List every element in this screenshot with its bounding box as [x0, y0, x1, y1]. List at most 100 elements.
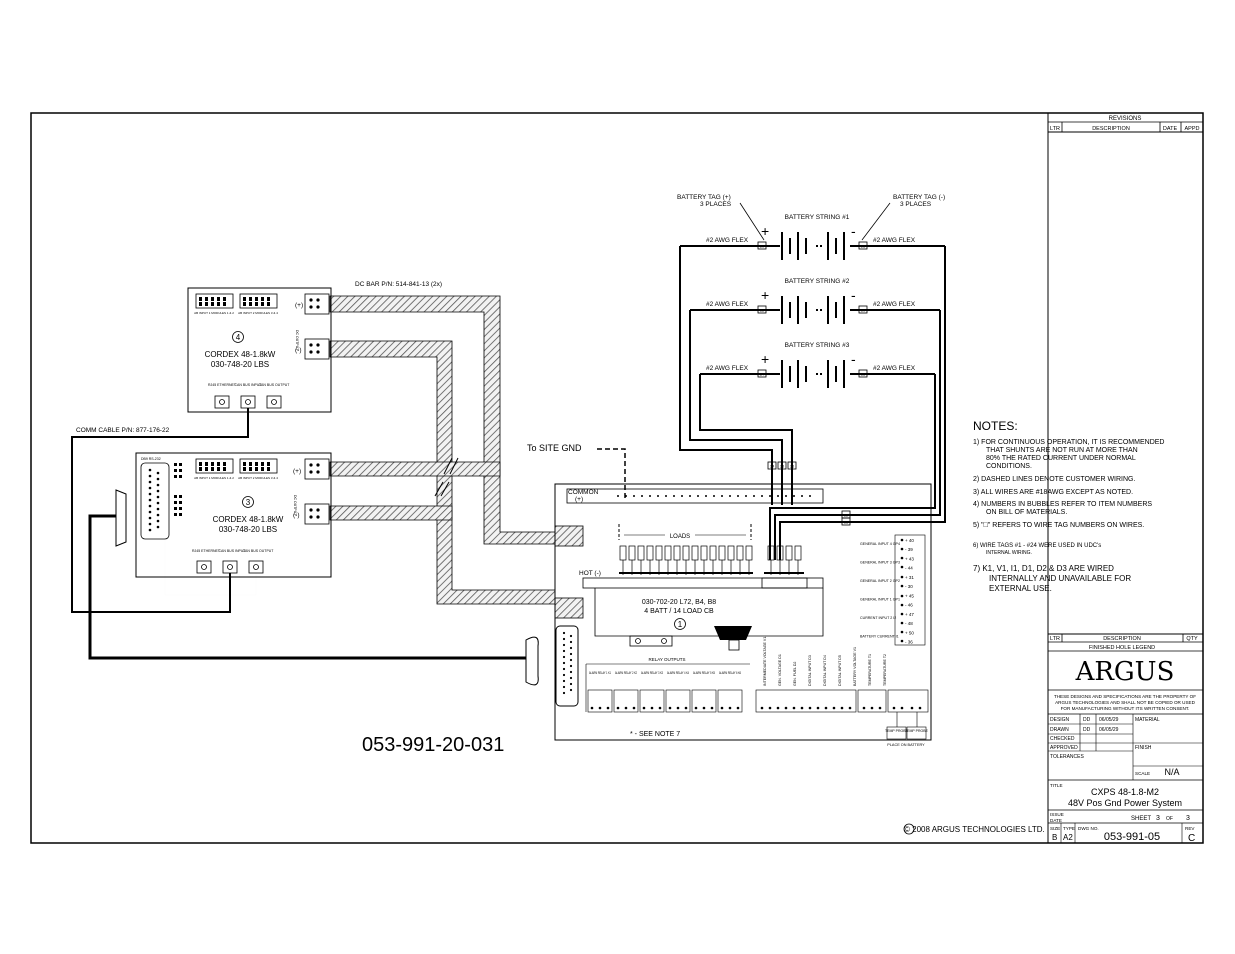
rect-bottom-port-2: CAN BUS INPUT	[218, 549, 246, 553]
common-sign: (+)	[575, 496, 583, 503]
design-date: 06/05/29	[1099, 717, 1119, 723]
relay-label-group: ALARM RELAY 1 K1 ALARM RELAY 2 K2 ALARM RE…	[589, 671, 741, 675]
dc-bus-bars: DC BAR P/N: 514-841-13 (2x)	[329, 281, 584, 619]
negative-tag-2: 33	[844, 520, 849, 525]
checked-label: CHECKED	[1050, 736, 1075, 742]
rectifier-bottom: DB9 RS-232 AB INPUT 1 MODULES 1 & 2 AB I…	[135, 452, 332, 578]
see-note-label: * - SEE NOTE 7	[630, 731, 680, 738]
right-input-6-pos: + 50	[905, 631, 914, 636]
battery-string-1: BATTERY STRING #1 + - 29 28 #2 AWG FLEX …	[680, 214, 945, 260]
rect-bottom-dc-output: DC OUTPUT	[293, 495, 297, 516]
battery-3-flex-right: #2 AWG FLEX	[873, 365, 916, 372]
rectifier-top: AB INPUT 1 MODULES 1 & 2 AB INPUT 2 MODU…	[187, 287, 332, 413]
rect-bottom-db-label: DB9 RS-232	[141, 457, 161, 461]
rect-top-port-3: CAN BUS OUTPUT	[259, 383, 291, 387]
battery-3-minus: -	[851, 351, 856, 367]
rect-top-plus: (+)	[295, 302, 303, 309]
input-label-1: INTERMEDIATE VOLTAGE V1	[763, 637, 767, 686]
revisions-title: REVISIONS	[1109, 116, 1142, 122]
comm-cable-label: COMM CABLE P/N: 877-176-22	[76, 427, 170, 434]
finished-hole-legend: FINISHED HOLE LEGEND	[1089, 645, 1155, 651]
title-line-1: CXPS 48-1.8-M2	[1091, 787, 1159, 797]
place-on-battery: PLACE ON BATTERY	[887, 743, 925, 747]
revisions-col-date: DATE	[1163, 126, 1178, 132]
approved-label: APPROVED	[1050, 745, 1078, 751]
comm-cables: COMM CABLE P/N: 877-176-22	[71, 408, 539, 686]
input-label-9: TEMPERATURE T2	[883, 654, 887, 686]
finish-label: FINISH	[1135, 745, 1152, 751]
rect-bottom-pn: 030-748-20 LBS	[219, 525, 277, 534]
battery-string-3: BATTERY STRING #3 + - 34 33 #2 AWG FLEX …	[700, 342, 935, 388]
revisions-block: REVISIONS LTR DESCRIPTION DATE APPD	[1047, 112, 1204, 635]
rect-bottom-bubble: 3	[246, 498, 251, 507]
right-input-3-pos: + 31	[905, 575, 914, 580]
copyright-text: © 2008 ARGUS TECHNOLOGIES LTD.	[904, 825, 1045, 834]
relay-label-3: ALARM RELAY 3 K3	[641, 671, 663, 675]
battery-1-tag-right: 28	[861, 244, 866, 249]
rect-top-slot-1: AB INPUT 1 MODULES 1 & 2	[194, 311, 234, 315]
loads-label: LOADS	[670, 534, 690, 540]
legend-col-ltr: LTR	[1050, 636, 1060, 642]
temp-probe-1: TEMP PROBE	[885, 729, 909, 733]
battery-3-tag-left: 34	[760, 372, 765, 377]
battery-1-flex-left: #2 AWG FLEX	[706, 237, 749, 244]
title-block: LTR DESCRIPTION QTY FINISHED HOLE LEGEND…	[1047, 633, 1204, 844]
dwg-value: 053-991-05	[1104, 831, 1160, 843]
rect-top-port-2: CAN BUS INPUT	[234, 383, 262, 387]
rect-bottom-minus: (-)	[293, 512, 300, 519]
battery-tag-neg-places: 3 PLACES	[900, 201, 932, 208]
copyright-circle	[903, 823, 915, 835]
scale-label: SCALE	[1135, 771, 1150, 776]
relay-label-6: ALARM RELAY 6 K6	[719, 671, 741, 675]
revisions-col-appd: APPD	[1185, 126, 1200, 132]
board-bubble: 1	[678, 620, 683, 629]
return-tag-1: 34	[770, 464, 775, 469]
right-input-5-neg: - 48	[905, 621, 913, 626]
drawn-label: DRAWN	[1050, 727, 1069, 733]
legend-col-description: DESCRIPTION	[1103, 636, 1141, 642]
sheet-total: 3	[1186, 815, 1190, 822]
input-label-3: GEN. FUEL D2	[793, 662, 797, 686]
battery-string-3-label: BATTERY STRING #3	[785, 342, 850, 349]
input-label-7: BATTERY VOLTAGE V1	[853, 647, 857, 686]
sheet-number: 3	[1156, 815, 1160, 822]
drawn-by: DD	[1083, 727, 1091, 733]
note-7-line-3: EXTERNAL USE.	[989, 584, 1052, 593]
rev-value: C	[1188, 833, 1195, 844]
battery-breakers	[764, 545, 804, 575]
note-1-line-4: CONDITIONS.	[986, 463, 1032, 470]
relay-label-4: ALARM RELAY 4 K4	[667, 671, 689, 675]
rect-top-pn: 030-748-20 LBS	[211, 360, 269, 369]
dc-bar-label: DC BAR P/N: 514-841-13 (2x)	[355, 281, 442, 288]
note-6-line-1: 6) WIRE TAGS #1 - #24 WERE USED IN UDC's	[973, 543, 1101, 549]
rect-top-port-1: RJ45 ETHERNET	[208, 383, 237, 387]
battery-3-tag-right: 33	[861, 372, 866, 377]
distribution-board: COMMON (+) To SITE GND LOADS	[527, 443, 932, 747]
title-label: TITLE	[1050, 783, 1063, 788]
battery-1-plus: +	[761, 223, 769, 239]
hot-label: HOT (-)	[579, 570, 601, 577]
note-5: 5) "□" REFERS TO WIRE TAG NUMBERS ON WIR…	[973, 522, 1144, 529]
sheet-label: SHEET	[1131, 816, 1151, 822]
battery-2-tag-right: 30	[861, 308, 866, 313]
input-label-4: DIGITAL INPUT D3	[808, 655, 812, 686]
notes-heading: NOTES:	[973, 419, 1018, 433]
relay-label-1: ALARM RELAY 1 K1	[589, 671, 611, 675]
argus-logo: ARGUS	[1075, 657, 1175, 687]
battery-2-flex-right: #2 AWG FLEX	[873, 301, 916, 308]
battery-1-tag-left: 29	[760, 244, 765, 249]
note-7-line-1: 7) K1, V1, I1, D1, D2 & D3 ARE WIRED	[973, 564, 1114, 573]
negative-tag-1: 32	[844, 513, 849, 518]
note-6-line-2: INTERNAL WIRING.	[986, 550, 1032, 556]
drawing-border	[30, 112, 1204, 844]
board-center-line-2: 4 BATT / 14 LOAD CB	[644, 608, 714, 615]
revisions-col-ltr: LTR	[1050, 126, 1060, 132]
design-label: DESIGN	[1050, 717, 1070, 723]
design-by: DD	[1083, 717, 1091, 723]
rect-top-name: CORDEX 48-1.8kW	[205, 350, 276, 359]
size-label: SIZE	[1050, 826, 1060, 831]
return-tag-2: 35	[780, 464, 785, 469]
revisions-col-description: DESCRIPTION	[1092, 126, 1130, 132]
relay-label-2: ALARM RELAY 2 K2	[615, 671, 637, 675]
